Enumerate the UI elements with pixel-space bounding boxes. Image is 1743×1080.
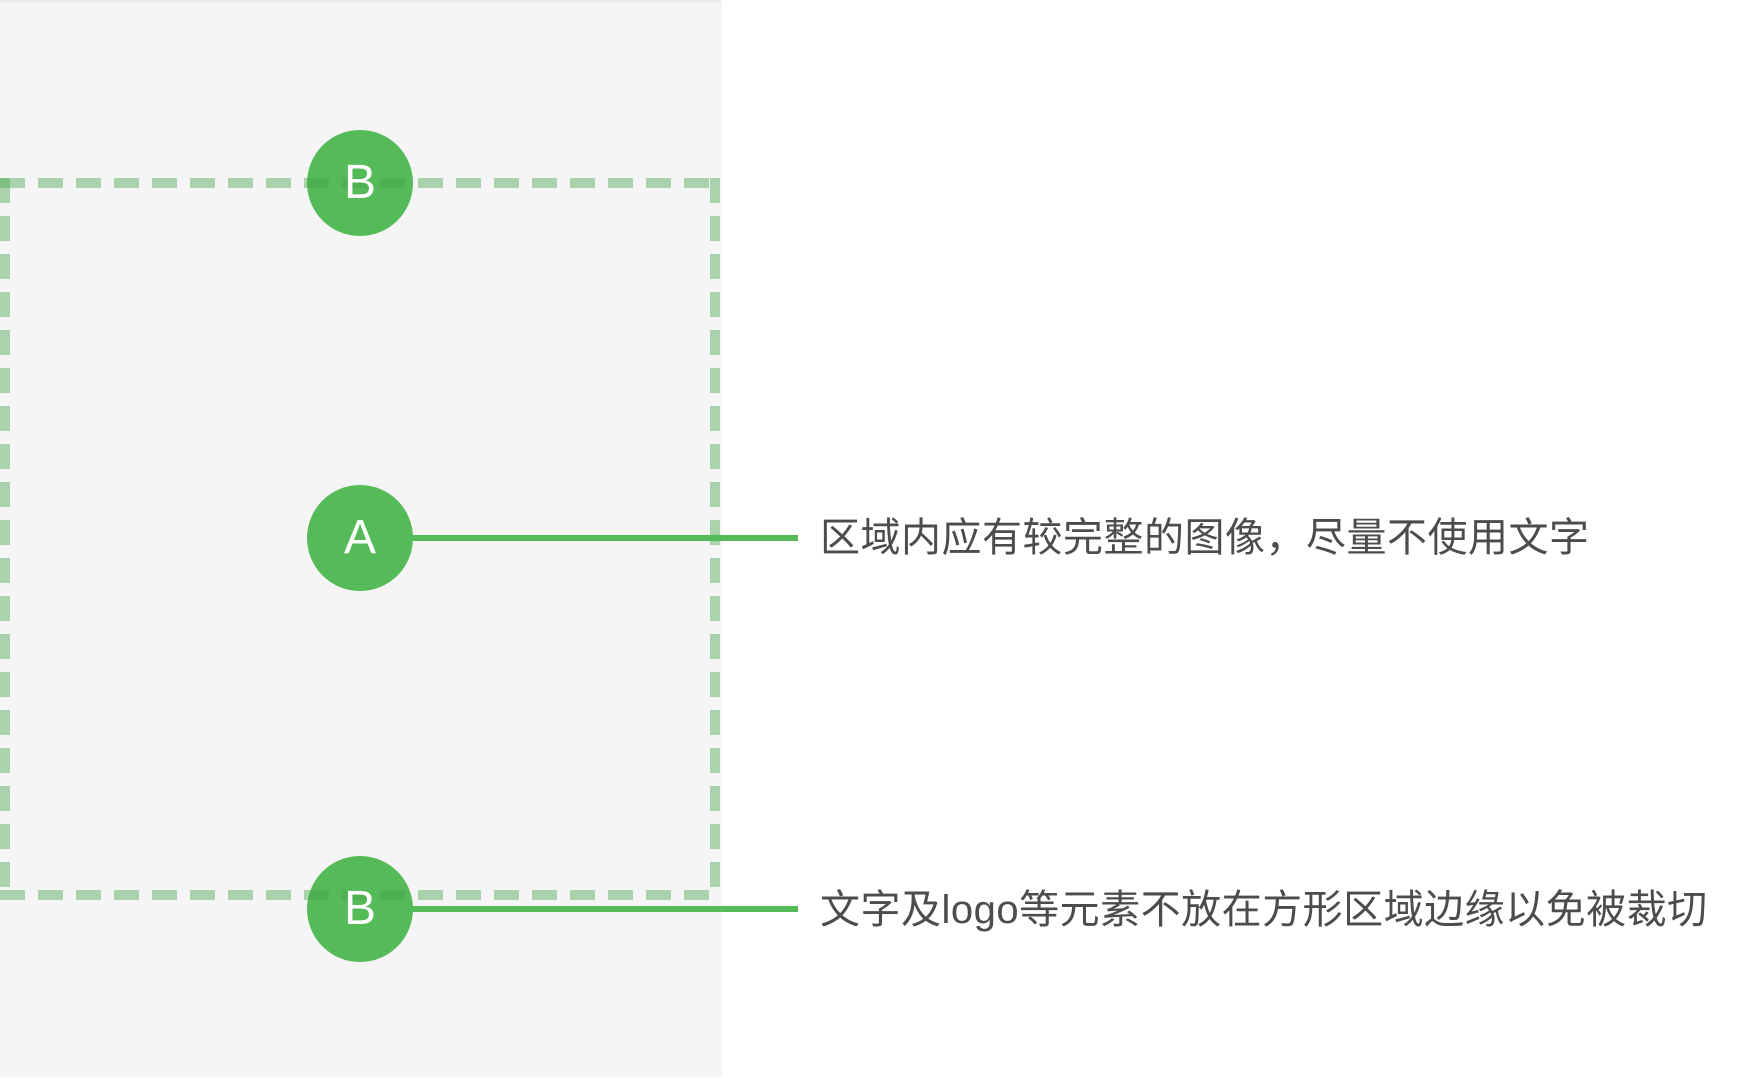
marker-b-top-label: B [343, 156, 376, 209]
marker-b-connector-line [400, 906, 798, 912]
marker-b-bottom-circle [307, 856, 413, 962]
marker-a-label: A [343, 511, 376, 564]
safe-area-dashed-border-left [0, 178, 10, 900]
marker-b-top-circle [307, 130, 413, 236]
marker-b-bottom-label: B [343, 882, 376, 935]
annotation-a-text: 区域内应有较完整的图像，尽量不使用文字 [820, 516, 1590, 560]
safe-area-dashed-border-top [0, 178, 720, 188]
marker-a-circle [307, 485, 413, 591]
marker-a-connector-line [400, 535, 798, 541]
safe-area-dashed-border-bottom [0, 890, 720, 900]
annotation-b-text: 文字及logo等元素不放在方形区域边缘以免被裁切 [820, 888, 1708, 932]
